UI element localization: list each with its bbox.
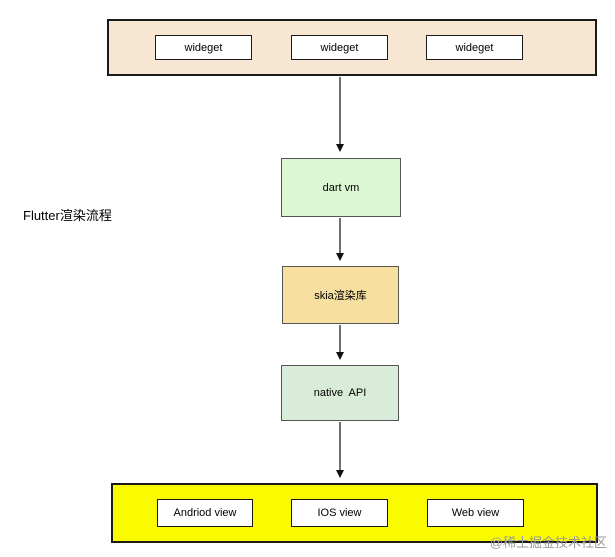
platform-view-box: Andriod view [157, 499, 253, 527]
native-api-node: native API [281, 365, 399, 421]
dart-vm-node: dart vm [281, 158, 401, 217]
watermark: @稀土掘金技术社区 [489, 535, 607, 550]
skia-node: skia渲染库 [282, 266, 399, 324]
platform-view-box: Web view [427, 499, 524, 527]
widget-box: wideget [426, 35, 523, 60]
widget-box: wideget [291, 35, 388, 60]
widget-layer-container: wideget wideget wideget [107, 19, 597, 76]
platform-view-box: IOS view [291, 499, 388, 527]
widget-box: wideget [155, 35, 252, 60]
diagram-title: Flutter渲染流程 [23, 208, 112, 223]
platform-view-layer-container: Andriod view IOS view Web view [111, 483, 598, 543]
